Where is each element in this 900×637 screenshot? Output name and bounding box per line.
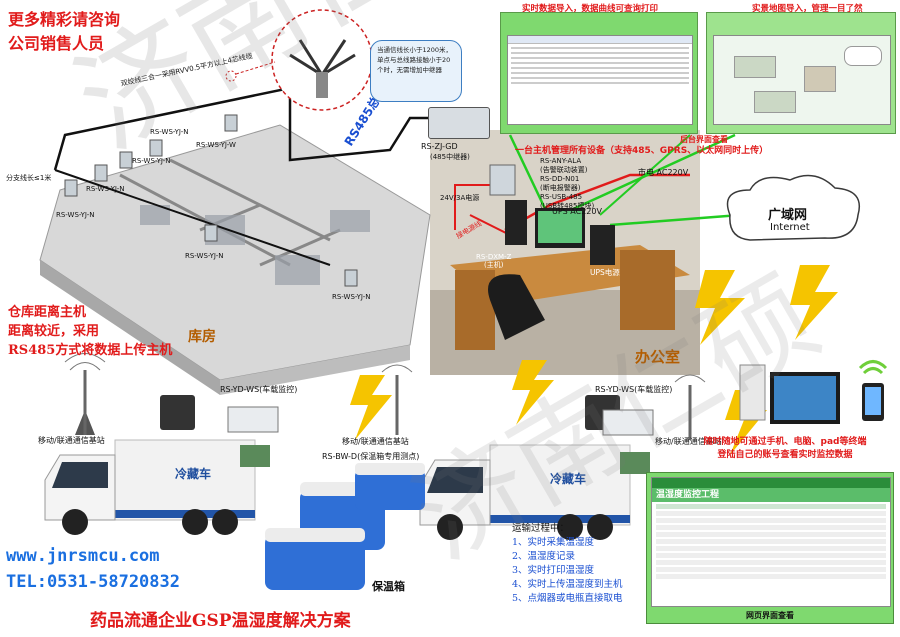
bus-cable: [53, 86, 430, 171]
internet-cn: 广域网: [768, 208, 808, 223]
web-caption: 网页界面查看: [746, 611, 794, 620]
sensor-label-4: RS-WS-YJ-N: [150, 128, 189, 136]
host-model: RS-DXM-Z: [476, 253, 512, 261]
box-label: 保温箱: [372, 580, 405, 593]
sensor-label-2: RS-WS-YJ-N: [86, 185, 125, 193]
warehouse-desc: 仓库距离主机 距离较近，采用 RS485方式将数据上传主机: [8, 303, 172, 360]
sensor-label-6: RS-WS-YJ-N: [185, 252, 224, 260]
mains-label: 市电 AC220V: [638, 168, 689, 177]
truck-right: [419, 444, 631, 540]
transport-item-3: 3、实时打印温湿度: [512, 565, 595, 576]
warehouse-wall-side: [220, 345, 410, 395]
power-cable: [504, 173, 690, 232]
sensor-label-3: RS-WS-YJ-N: [132, 157, 171, 165]
sensor-right-label: RS-YD-WS(车载监控): [595, 385, 673, 394]
branch-note: 分支线长≤1米: [6, 174, 52, 182]
transport-title: 运输过程中：: [512, 523, 570, 534]
web-ui-screenshot: 温湿度监控工程 网页界面查看: [646, 472, 894, 624]
screen-right: [706, 12, 896, 134]
device-1-model: RS-ANY-ALA: [540, 157, 582, 165]
device-2-sub: (断电报警器): [540, 184, 581, 192]
box-sensor-label: RS-BW-D(保温箱专用测点): [322, 452, 420, 461]
terminal-desc: 随时随地可通过手机、电脑、pad等终端 登陆自己的账号查看实时监控数据: [680, 436, 890, 462]
office-devices: RS-ANY-ALA (告警联动装置) RS-DD-N01 (断电报警器) RS…: [540, 157, 594, 211]
repeater-sub: (485中继器): [430, 153, 470, 161]
terminal-desc-line1: 随时随地可通过手机、电脑、pad等终端: [703, 437, 867, 447]
footer-url: www.jnrsmcu.com: [6, 546, 160, 566]
warehouse-sensors: [64, 114, 358, 287]
lightning-2: [790, 265, 838, 340]
backend-caption: 后台界面查看: [680, 135, 728, 144]
tower-right-graphic: [674, 374, 706, 440]
sensor-left-label: RS-YD-WS(车载监控): [220, 385, 298, 394]
sensor-label-5: RS-WS-YJ-W: [196, 141, 236, 149]
footer-title: 药品流通企业GSP温湿度解决方案: [90, 611, 351, 631]
tower-mid-label: 移动/联通通信基站: [342, 437, 409, 446]
header-line1: 更多精彩请咨询: [8, 10, 121, 29]
device-2-model: RS-DD-N01: [540, 175, 580, 183]
internet-cloud: [726, 174, 860, 241]
terminal-desc-line2: 登陆自己的账号查看实时监控数据: [717, 450, 853, 460]
lightning-5: [725, 390, 767, 455]
tower-mid-graphic: [381, 364, 413, 435]
repeater-model: RS-ZJ-GD: [421, 142, 458, 151]
lightning-4: [512, 360, 554, 425]
warehouse-wall-front: [40, 260, 220, 395]
truck-left: [44, 439, 256, 535]
coolers: [265, 463, 425, 590]
office-chair: [488, 274, 545, 340]
screen-right-title: 实景地图导入，管理一目了然: [752, 4, 863, 14]
transport-list: 运输过程中： 1、实时采集温湿度 2、温湿度记录 3、实时打印温湿度 4、实时上…: [512, 522, 623, 606]
truck-right-text: 冷藏车: [550, 472, 587, 486]
repeater-bubble: 当通信线长小于1200米，单点与总线路接触小于20个时，无需增加中继器: [370, 40, 462, 102]
pc-tower: [590, 225, 615, 265]
warehouse-desc-line3: RS485方式将数据上传主机: [8, 343, 173, 358]
psu-label: 24V/3A电源: [440, 194, 480, 202]
lightning-1: [695, 270, 745, 345]
transport-item-1: 1、实时采集温湿度: [512, 537, 595, 548]
tower-left-graphic: [64, 353, 106, 435]
repeater-device: [428, 107, 490, 139]
ups2-label: UPS电源: [590, 268, 620, 277]
screen-left-title: 实时数据导入，数据曲线可查询打印: [522, 4, 659, 14]
ups-label: UPS AC220V: [552, 207, 602, 216]
truck-left-text: 冷藏车: [175, 467, 212, 481]
sensor-label-1: RS-WS-YJ-N: [56, 211, 95, 219]
tower-right-label: 移动/联通通信基站: [655, 437, 722, 446]
device-3-sub: (USB转485模块): [540, 202, 595, 210]
device-1-sub: (告警联动装置): [540, 166, 588, 174]
host-sub: (主机): [484, 261, 504, 269]
web-title: 温湿度监控工程: [652, 488, 890, 502]
tower-left-label: 移动/联通通信基站: [38, 436, 105, 445]
lightning-3: [350, 375, 392, 440]
warehouse-desc-line2: 距离较近，采用: [8, 324, 100, 339]
footer-tel: TEL:0531-58720832: [6, 572, 180, 592]
warehouse-room-label: 库房: [188, 329, 216, 345]
screen-left: [500, 12, 698, 134]
sensor-label-7: RS-WS-YJ-N: [332, 293, 371, 301]
warehouse-desc-line1: 仓库距离主机: [8, 305, 87, 320]
device-3-model: RS-USB-485: [540, 193, 583, 201]
transport-item-2: 2、温湿度记录: [512, 551, 576, 562]
header-line2: 公司销售人员: [8, 34, 105, 53]
transport-item-4: 4、实时上传温湿度到主机: [512, 579, 623, 590]
host-note: 一台主机管理所有设备（支持485、GPRS、以太网同时上传）: [515, 146, 769, 156]
transport-item-5: 5、点烟器或电瓶直接取电: [512, 593, 623, 604]
internet-en: Internet: [770, 222, 810, 233]
office-room-label: 办公室: [635, 348, 681, 366]
